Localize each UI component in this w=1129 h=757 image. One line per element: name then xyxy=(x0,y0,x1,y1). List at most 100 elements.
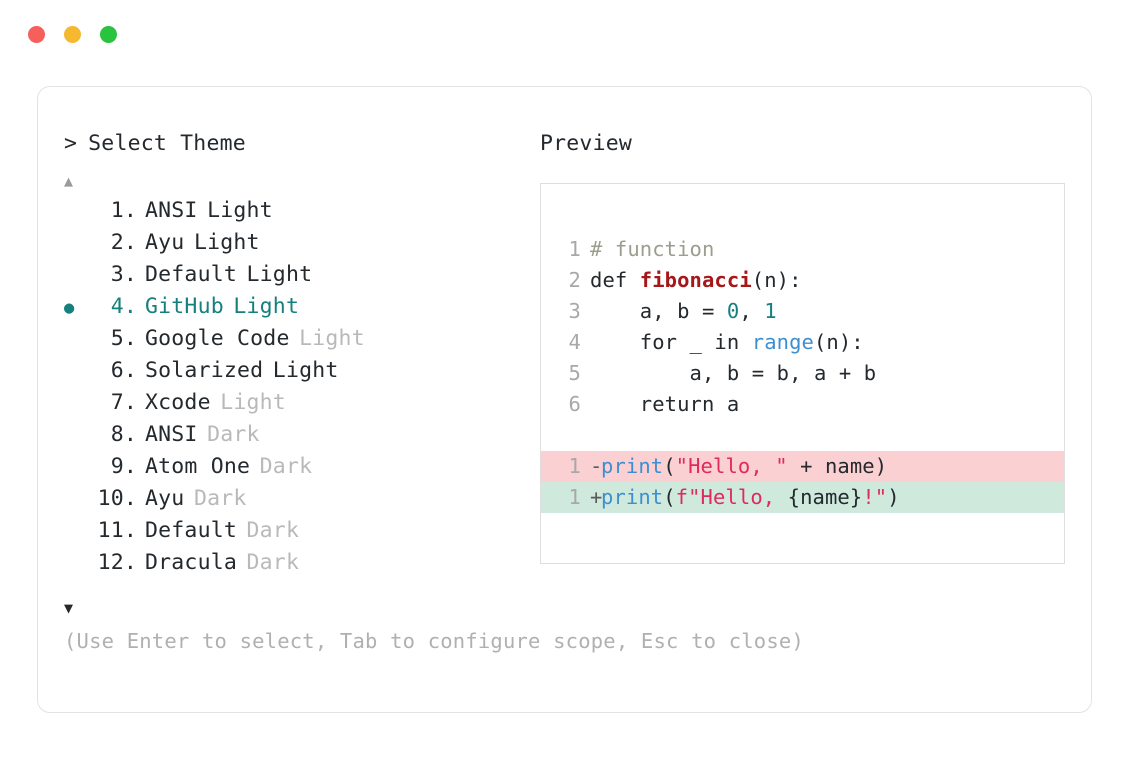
code-token: !" xyxy=(862,485,888,509)
code-line: 3 a, b = 0, 1 xyxy=(541,296,1064,327)
theme-list-item[interactable]: ●10. Ayu Dark xyxy=(64,484,534,516)
keyboard-hint: (Use Enter to select, Tab to configure s… xyxy=(64,629,804,653)
theme-name: ANSI xyxy=(145,198,198,223)
theme-variant-label: Light xyxy=(220,390,286,415)
theme-variant-label: Light xyxy=(246,262,313,287)
diff-sign: + xyxy=(590,485,603,509)
theme-list-item[interactable]: ● 6. Solarized Light xyxy=(64,356,534,388)
selected-bullet-icon: ● xyxy=(64,260,91,292)
theme-name: Default xyxy=(145,518,238,543)
theme-name: ANSI xyxy=(145,422,198,447)
code-token: # function xyxy=(590,237,715,261)
code-token: 1 xyxy=(764,299,777,323)
theme-index: 2. xyxy=(97,230,137,255)
code-token: 0 xyxy=(726,299,740,323)
code-token: (n): xyxy=(751,268,802,292)
theme-name: Solarized xyxy=(145,358,264,383)
diff-line-del: 1-print("Hello, " + name) xyxy=(541,451,1064,482)
theme-list-item[interactable]: ● 7. Xcode Light xyxy=(64,388,534,420)
theme-list-item[interactable]: ● 8. ANSI Dark xyxy=(64,420,534,452)
code-line: 5 a, b = b, a + b xyxy=(541,358,1064,389)
theme-index: 3. xyxy=(97,262,137,287)
code-token: ( xyxy=(663,485,676,509)
selected-bullet-icon: ● xyxy=(64,420,91,452)
theme-index: 6. xyxy=(97,358,137,383)
line-number: 2 xyxy=(568,268,581,292)
theme-list-item[interactable]: ● 1. ANSI Light xyxy=(64,196,534,228)
close-dot[interactable] xyxy=(28,26,45,43)
code-line: 4 for _ in range(n): xyxy=(541,327,1064,358)
code-token: f"Hello, xyxy=(675,485,788,509)
maximize-dot[interactable] xyxy=(100,26,117,43)
theme-variant-label: Light xyxy=(207,198,273,223)
code-token: def xyxy=(590,268,640,292)
code-token: ) xyxy=(887,485,900,509)
theme-variant-label: Light xyxy=(233,294,300,319)
theme-index: 9. xyxy=(97,454,137,479)
theme-index: 8. xyxy=(97,422,137,447)
theme-index: 7. xyxy=(97,390,137,415)
theme-variant-label: Light xyxy=(272,358,339,383)
code-token: print xyxy=(601,485,664,509)
theme-variant-label: Light xyxy=(193,230,260,255)
theme-variant-label: Dark xyxy=(246,518,300,543)
line-number: 3 xyxy=(568,299,581,323)
theme-name: GitHub xyxy=(145,294,224,319)
theme-name: Ayu xyxy=(145,230,185,255)
theme-name: Google Code xyxy=(145,326,290,351)
line-number: 5 xyxy=(568,361,581,385)
code-blank-line xyxy=(541,420,1064,451)
theme-list-item[interactable]: ●12. Dracula Dark xyxy=(64,548,534,580)
theme-list-item[interactable]: ● 3. Default Light xyxy=(64,260,534,292)
theme-name: Xcode xyxy=(145,390,211,415)
scroll-down-icon[interactable]: ▼ xyxy=(64,599,74,617)
selected-bullet-icon: ● xyxy=(64,228,91,260)
theme-variant-label: Light xyxy=(299,326,365,351)
code-token: return a xyxy=(590,392,740,416)
selected-bullet-icon: ● xyxy=(64,388,91,420)
selected-bullet-icon: ● xyxy=(64,356,91,388)
theme-name: Ayu xyxy=(145,486,185,511)
theme-name: Default xyxy=(145,262,238,287)
theme-index: 11. xyxy=(97,518,137,543)
diff-line-add: 1+print(f"Hello, {name}!") xyxy=(541,482,1064,513)
prompt-chevron-icon: > xyxy=(64,131,78,156)
code-token: {name} xyxy=(787,485,863,509)
theme-index: 12. xyxy=(97,550,137,575)
theme-list-item[interactable]: ● 2. Ayu Light xyxy=(64,228,534,260)
theme-variant-label: Dark xyxy=(207,422,260,447)
selected-bullet-icon: ● xyxy=(64,196,91,228)
code-token: range xyxy=(751,330,814,354)
selected-bullet-icon: ● xyxy=(64,516,91,548)
window-titlebar xyxy=(28,26,117,43)
theme-list-item[interactable]: ●11. Default Dark xyxy=(64,516,534,548)
code-token: (n): xyxy=(813,330,864,354)
selected-bullet-icon: ● xyxy=(64,548,91,580)
theme-index: 10. xyxy=(97,486,137,511)
theme-name: Atom One xyxy=(145,454,251,479)
code-token: a, b = xyxy=(590,299,727,323)
page-title: Select Theme xyxy=(88,131,246,156)
code-line: 1# function xyxy=(541,234,1064,265)
scroll-up-icon[interactable]: ▲ xyxy=(64,172,74,190)
theme-index: 1. xyxy=(97,198,137,223)
code-token: , xyxy=(739,299,765,323)
selected-bullet-icon: ● xyxy=(64,298,75,318)
selected-bullet-icon: ● xyxy=(64,484,91,516)
line-number: 4 xyxy=(568,330,581,354)
theme-name: Dracula xyxy=(145,550,238,575)
theme-variant-label: Dark xyxy=(246,550,300,575)
minimize-dot[interactable] xyxy=(64,26,81,43)
code-token: "Hello, " xyxy=(675,454,788,478)
theme-variant-label: Dark xyxy=(193,486,247,511)
